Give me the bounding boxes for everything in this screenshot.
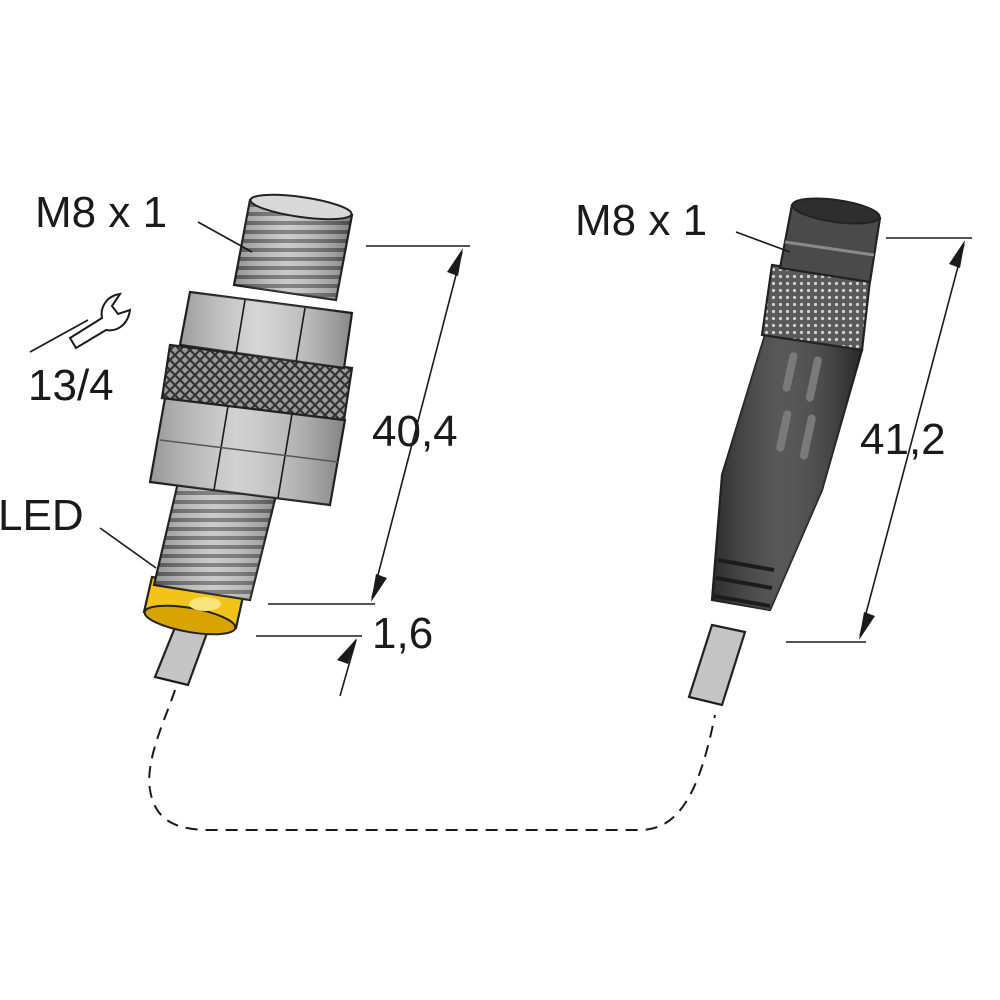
led-label: LED bbox=[0, 491, 84, 540]
sensor-thread-label: M8 x 1 bbox=[35, 188, 167, 237]
wrench-size-label: 13/4 bbox=[28, 361, 114, 410]
sensor-length-label: 40,4 bbox=[372, 407, 458, 456]
cable-link-dashed bbox=[148, 689, 716, 831]
leader-sensor-thread bbox=[197, 221, 253, 253]
connector-thread-label: M8 x 1 bbox=[575, 196, 707, 245]
wrench-icon bbox=[29, 292, 132, 353]
dimension-41-2 bbox=[786, 237, 972, 643]
led-offset-label: 1,6 bbox=[372, 609, 433, 658]
coupling-nut bbox=[778, 197, 882, 284]
connector-length-label: 41,2 bbox=[860, 415, 946, 464]
connector-cable bbox=[687, 623, 747, 707]
leader-led bbox=[99, 527, 157, 569]
proximity-sensor bbox=[142, 193, 354, 687]
upper-thread bbox=[232, 193, 354, 302]
dimension-1-6 bbox=[256, 635, 362, 697]
connector-overmold bbox=[710, 333, 864, 612]
leader-connector-thread bbox=[735, 231, 791, 253]
dimension-40-4 bbox=[268, 245, 470, 605]
upper-hex-nut bbox=[178, 290, 354, 370]
m8-connector bbox=[687, 197, 882, 707]
